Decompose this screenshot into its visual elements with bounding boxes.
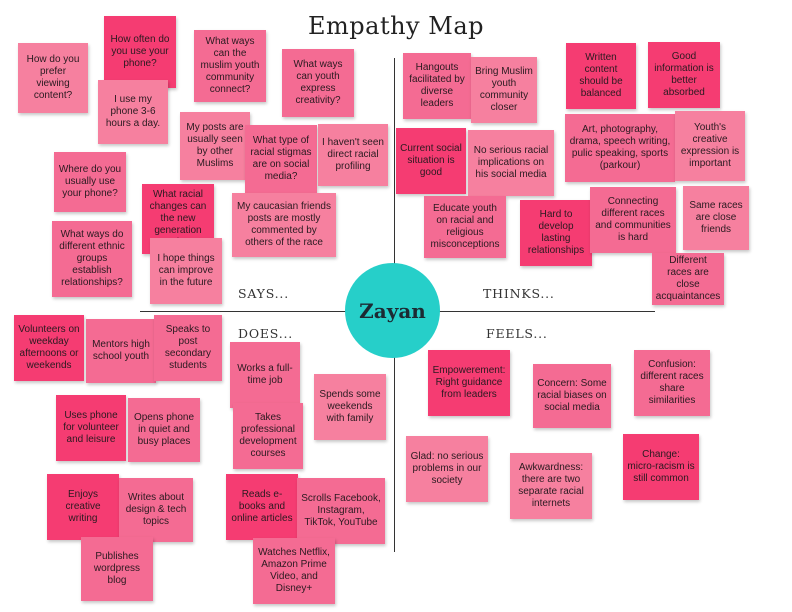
sticky-note: Uses phone for volunteer and leisure — [56, 395, 126, 461]
sticky-note: Current social situation is good — [396, 128, 466, 194]
sticky-note: Reads e-books and online articles — [226, 474, 298, 540]
sticky-note: Opens phone in quiet and busy places — [128, 398, 200, 462]
sticky-note: Mentors high school youth — [86, 319, 156, 383]
sticky-note: Connecting different races and communiti… — [590, 187, 676, 253]
sticky-note: Watches Netflix, Amazon Prime Video, and… — [253, 538, 335, 604]
sticky-note: No serious racial implications on his so… — [468, 130, 554, 196]
sticky-note: Volunteers on weekday afternoons or week… — [14, 315, 84, 381]
sticky-note: Spends some weekends with family — [314, 374, 386, 440]
sticky-note: Youth's creative expression is important — [675, 111, 745, 181]
sticky-note: Publishes wordpress blog — [81, 537, 153, 601]
sticky-note: Scrolls Facebook, Instagram, TikTok, You… — [297, 478, 385, 544]
sticky-note: Same races are close friends — [683, 186, 749, 250]
sticky-note: Glad: no serious problems in our society — [406, 436, 488, 502]
sticky-note: Enjoys creative writing — [47, 474, 119, 540]
sticky-note: I use my phone 3-6 hours a day. — [98, 80, 168, 144]
sticky-note: I haven't seen direct racial profiling — [318, 124, 388, 186]
sticky-note: Change: micro-racism is still common — [623, 434, 699, 500]
sticky-note: What ways can the muslim youth community… — [194, 30, 266, 102]
sticky-note: Written content should be balanced — [566, 43, 636, 109]
sticky-note: Empowerement: Right guidance from leader… — [428, 350, 510, 416]
sticky-note: Speaks to post secondary students — [154, 315, 222, 381]
sticky-note: My posts are usually seen by other Musli… — [180, 112, 250, 180]
sticky-note: Where do you usually use your phone? — [54, 152, 126, 212]
sticky-note: Different races are close acquaintances — [652, 253, 724, 305]
sticky-note: My caucasian friends posts are mostly co… — [232, 193, 336, 257]
sticky-note: Takes professional development courses — [233, 403, 303, 469]
feels-quadrant-label: FEELS... — [486, 326, 548, 341]
persona-name: Zayan — [359, 298, 426, 323]
sticky-note: What ways do different ethnic groups est… — [52, 221, 132, 297]
sticky-note: What ways can youth express creativity? — [282, 49, 354, 117]
sticky-note: I hope things can improve in the future — [150, 238, 222, 304]
sticky-note: How often do you use your phone? — [104, 16, 176, 88]
sticky-note: Hangouts facilitated by diverse leaders — [403, 53, 471, 119]
sticky-note: Good information is better absorbed — [648, 42, 720, 108]
thinks-quadrant-label: THINKS... — [483, 286, 555, 301]
sticky-note: Educate youth on racial and religious mi… — [424, 196, 506, 258]
sticky-note: How do you prefer viewing content? — [18, 43, 88, 113]
does-quadrant-label: DOES... — [238, 326, 294, 341]
sticky-note: Bring Muslim youth community closer — [471, 57, 537, 123]
sticky-note: What type of racial stigmas are on socia… — [245, 125, 317, 193]
page-title: Empathy Map — [308, 12, 484, 40]
persona-circle: Zayan — [345, 263, 440, 358]
says-quadrant-label: SAYS... — [238, 286, 289, 301]
sticky-note: Concern: Some racial biases on social me… — [533, 364, 611, 428]
sticky-note: Hard to develop lasting relationships — [520, 200, 592, 266]
sticky-note: Confusion: different races share similar… — [634, 350, 710, 416]
sticky-note: Awkwardness: there are two separate raci… — [510, 453, 592, 519]
sticky-note: Writes about design & tech topics — [119, 478, 193, 542]
sticky-note: Art, photography, drama, speech writing,… — [565, 114, 675, 182]
sticky-note: Works a full-time job — [230, 342, 300, 408]
